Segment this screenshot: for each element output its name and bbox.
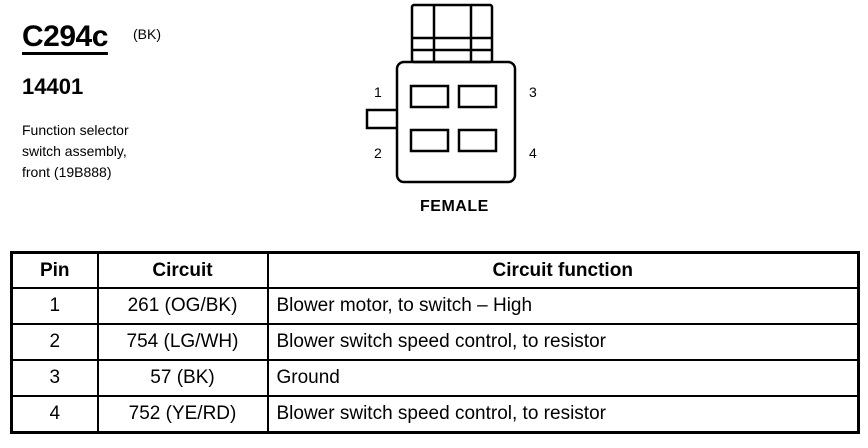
part-number: 14401 — [22, 74, 84, 99]
pin-cell: 3 — [10, 359, 99, 397]
function-cell: Blower switch speed control, to resistor — [266, 323, 860, 361]
circuit-cell: 752 (YE/RD) — [96, 395, 269, 434]
description-line: switch assembly, — [22, 143, 127, 159]
table-row: 1 261 (OG/BK) Blower motor, to switch – … — [10, 287, 860, 325]
circuit-cell: 754 (LG/WH) — [96, 323, 269, 361]
pinout-table: Pin Circuit Circuit function 1 261 (OG/B… — [10, 251, 860, 434]
header-circuit: Circuit — [96, 251, 269, 289]
connector-gender: FEMALE — [420, 198, 489, 215]
connector-body — [395, 60, 517, 184]
pin-cavity-2 — [409, 128, 450, 153]
pin-cavity-3 — [457, 84, 498, 109]
table-header-row: Pin Circuit Circuit function — [10, 251, 860, 289]
connector-face-diagram — [365, 3, 517, 184]
function-cell: Blower switch speed control, to resistor — [266, 395, 860, 434]
connector-color: (BK) — [133, 26, 161, 42]
table-row: 2 754 (LG/WH) Blower switch speed contro… — [10, 323, 860, 361]
pin-label-3: 3 — [529, 84, 537, 100]
connector-lock-tab — [410, 3, 494, 64]
circuit-cell: 261 (OG/BK) — [96, 287, 269, 325]
connector-description: Function selector switch assembly, front… — [22, 120, 222, 183]
pin-cavity-4 — [457, 128, 498, 153]
pin-cell: 2 — [10, 323, 99, 361]
description-line: front (19B888) — [22, 164, 112, 180]
header-circuit-function: Circuit function — [266, 251, 860, 289]
pin-label-1: 1 — [374, 84, 382, 100]
connector-key — [365, 108, 397, 130]
pin-label-4: 4 — [529, 145, 537, 161]
circuit-cell: 57 (BK) — [96, 359, 269, 397]
connector-id: C294c — [22, 20, 108, 53]
table-row: 3 57 (BK) Ground — [10, 359, 860, 397]
header-pin: Pin — [10, 251, 99, 289]
function-cell: Blower motor, to switch – High — [266, 287, 860, 325]
pin-cell: 4 — [10, 395, 99, 434]
table-row: 4 752 (YE/RD) Blower switch speed contro… — [10, 395, 860, 434]
function-cell: Ground — [266, 359, 860, 397]
description-line: Function selector — [22, 122, 129, 138]
pin-cavity-1 — [409, 84, 450, 109]
pin-label-2: 2 — [374, 145, 382, 161]
pin-cell: 1 — [10, 287, 99, 325]
